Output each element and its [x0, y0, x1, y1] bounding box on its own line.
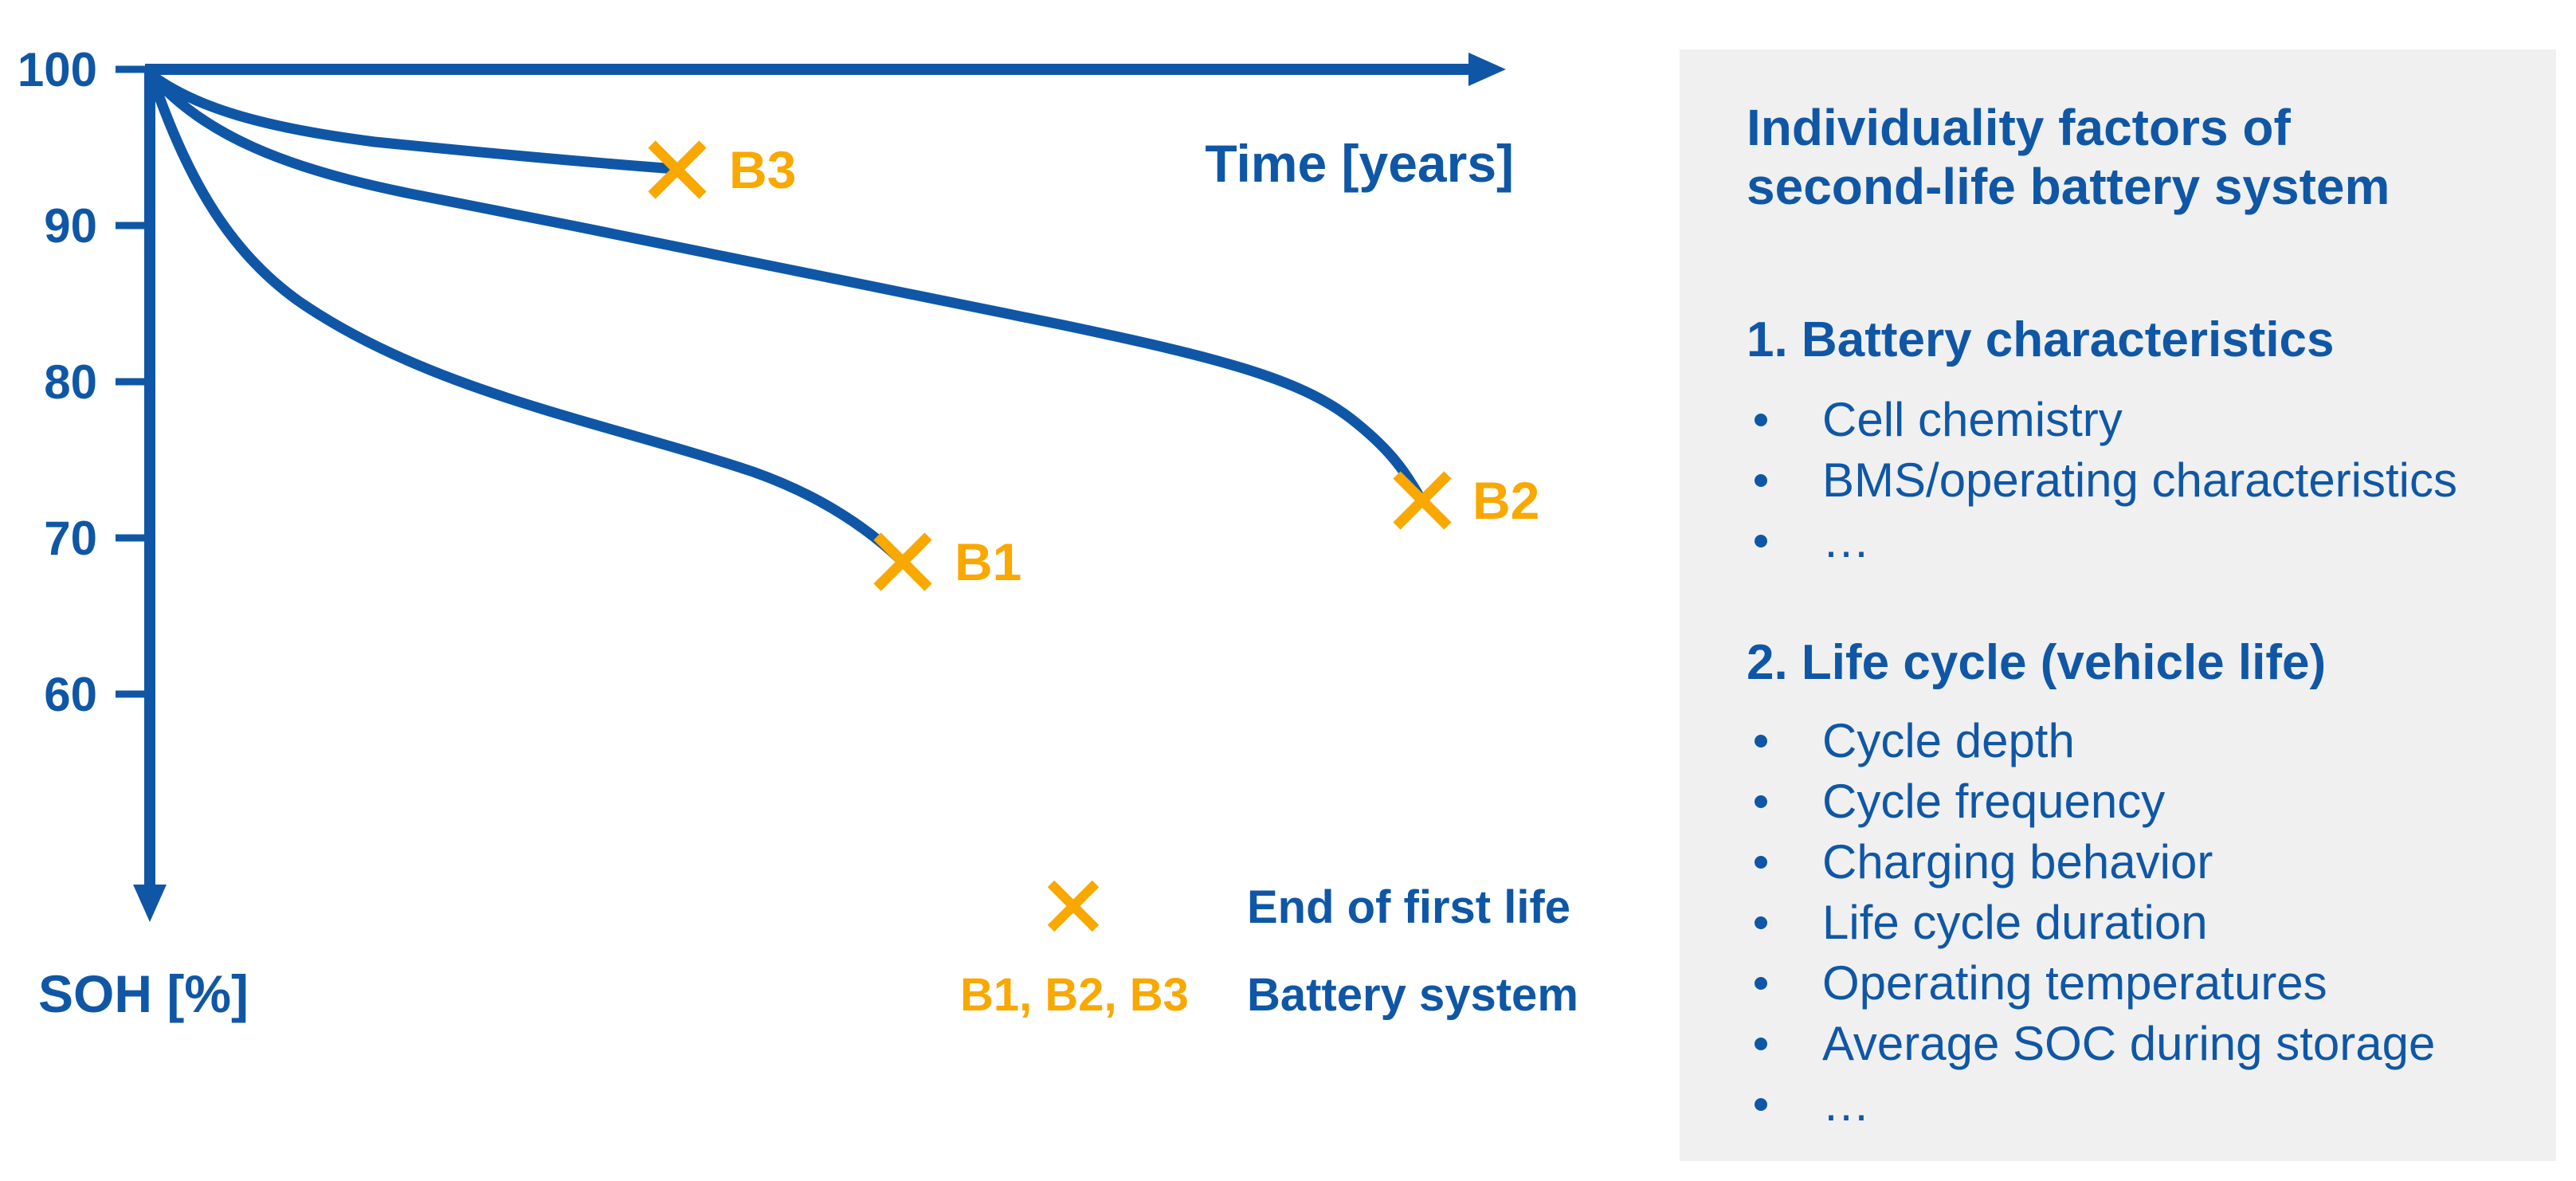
bullet-icon — [1755, 414, 1767, 426]
list-item: Life cycle duration — [1755, 893, 2524, 953]
section-battery-characteristics-list: Cell chemistry BMS/operating characteris… — [1747, 390, 2524, 571]
list-item: Cell chemistry — [1755, 390, 2524, 450]
y-tick-label-70: 70 — [44, 512, 97, 565]
legend-series-names: B1, B2, B3 — [960, 969, 1189, 1021]
section-life-cycle-heading: 2. Life cycle (vehicle life) — [1747, 635, 2327, 690]
list-item: Charging behavior — [1755, 832, 2524, 893]
x-axis-arrowhead-icon — [1468, 53, 1506, 86]
list-item: … — [1755, 1074, 2524, 1135]
y-axis-ticks — [116, 65, 145, 698]
list-item-label: Charging behavior — [1822, 835, 2213, 889]
panel-title: Individuality factors of second-life bat… — [1747, 98, 2524, 216]
panel-title-line1: Individuality factors of — [1747, 99, 2291, 156]
soh-time-chart: 100 90 80 70 60 Time [years] SOH [%] B3 … — [18, 43, 1578, 1023]
section-life-cycle-list: Cycle depth Cycle frequency Charging beh… — [1747, 711, 2524, 1135]
list-item-label: … — [1822, 1077, 1870, 1131]
list-item-label: Cycle depth — [1822, 714, 2075, 767]
curve-b2 — [146, 69, 1426, 504]
y-axis — [133, 69, 167, 922]
section-battery-characteristics-heading: 1. Battery characteristics — [1747, 312, 2335, 367]
list-item-label: Life cycle duration — [1822, 896, 2208, 949]
legend: End of first life B1, B2, B3 Battery sys… — [960, 880, 1578, 1021]
series-label-b3: B3 — [729, 140, 796, 199]
individuality-factors-panel: Individuality factors of second-life bat… — [1680, 49, 2556, 1161]
y-tick-label-100: 100 — [18, 43, 97, 96]
list-item-label: Cell chemistry — [1822, 393, 2123, 446]
bullet-icon — [1755, 856, 1767, 869]
list-item: BMS/operating characteristics — [1755, 450, 2524, 511]
bullet-icon — [1755, 1038, 1767, 1050]
list-item: … — [1755, 511, 2524, 571]
series-label-b1: B1 — [955, 532, 1021, 591]
bullet-icon — [1755, 795, 1767, 808]
series-label-b2: B2 — [1472, 471, 1539, 530]
list-item-label: Cycle frequency — [1822, 775, 2166, 828]
bullet-icon — [1755, 735, 1767, 747]
legend-battery-system-label: Battery system — [1247, 969, 1578, 1021]
list-item: Cycle frequency — [1755, 771, 2524, 832]
end-of-first-life-marker-b3-icon — [648, 140, 707, 199]
list-item-label: … — [1822, 514, 1870, 567]
curve-b1 — [146, 69, 907, 566]
list-item-label: BMS/operating characteristics — [1822, 453, 2457, 507]
list-item-label: Operating temperatures — [1822, 956, 2327, 1010]
x-axis — [145, 53, 1506, 86]
legend-end-of-first-life-label: End of first life — [1247, 881, 1570, 933]
y-tick-label-60: 60 — [44, 668, 97, 721]
legend-end-of-first-life-marker-icon — [1047, 880, 1100, 932]
list-item: Cycle depth — [1755, 711, 2524, 771]
y-tick-label-80: 80 — [44, 355, 97, 409]
bullet-icon — [1755, 1098, 1767, 1111]
list-item-label: Average SOC during storage — [1822, 1017, 2436, 1070]
y-axis-arrowhead-icon — [133, 885, 167, 922]
bullet-icon — [1755, 977, 1767, 990]
list-item: Operating temperatures — [1755, 953, 2524, 1014]
y-axis-title: SOH [%] — [38, 964, 249, 1023]
panel-title-line2: second-life battery system — [1747, 158, 2390, 215]
end-of-first-life-marker-b1-icon — [873, 532, 932, 591]
bullet-icon — [1755, 916, 1767, 929]
curve-b3 — [146, 69, 681, 175]
y-tick-label-90: 90 — [44, 199, 97, 253]
x-axis-title: Time [years] — [1205, 134, 1514, 193]
list-item: Average SOC during storage — [1755, 1014, 2524, 1074]
bullet-icon — [1755, 535, 1767, 547]
bullet-icon — [1755, 474, 1767, 487]
end-of-first-life-marker-b2-icon — [1393, 471, 1452, 530]
